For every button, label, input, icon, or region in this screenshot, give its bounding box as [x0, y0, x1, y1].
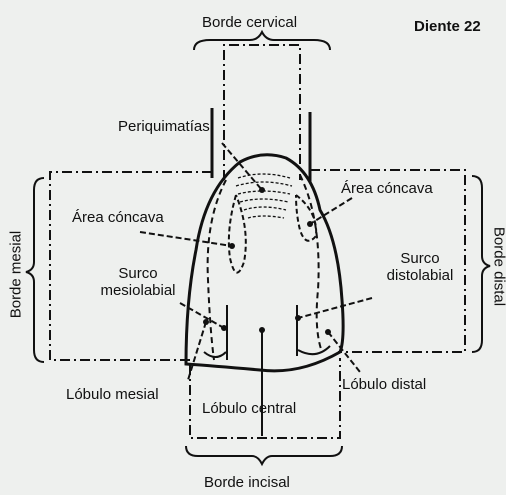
leader-periquimatias	[222, 143, 262, 190]
leader-area-left	[140, 232, 232, 246]
label-borde-incisal: Borde incisal	[204, 474, 290, 491]
root-outline	[212, 108, 310, 182]
dot-lobulo-mesial	[203, 319, 209, 325]
dot-area-right	[307, 221, 313, 227]
label-surco-distolabial-line2: distolabial	[370, 267, 470, 284]
label-surco-mesiolabial: Surco mesiolabial	[80, 265, 196, 300]
label-lobulo-mesial: Lóbulo mesial	[66, 386, 159, 403]
cervical-brace	[194, 32, 330, 50]
label-surco-distolabial: Surco distolabial	[370, 250, 470, 285]
label-area-concava-left: Área cóncava	[72, 209, 164, 226]
concave-area-left	[229, 195, 246, 273]
dot-lobulo-distal	[325, 329, 331, 335]
label-lobulo-central: Lóbulo central	[202, 400, 296, 417]
label-surco-distolabial-line1: Surco	[370, 250, 470, 267]
incisal-brace	[186, 446, 342, 464]
lobe-mesial-curve	[204, 352, 226, 357]
mesial-brace	[26, 178, 44, 362]
leader-surco-distolabial	[298, 298, 372, 318]
periquimatias-lines	[236, 174, 292, 218]
dot-distolabial	[295, 315, 301, 321]
leader-area-right	[310, 198, 352, 224]
label-area-concava-right: Área cóncava	[341, 180, 433, 197]
distal-brace	[472, 176, 490, 352]
dot-mesiolabial	[221, 325, 227, 331]
label-surco-mesiolabial-line2: mesiolabial	[80, 282, 196, 299]
lobe-distal-curve	[298, 346, 330, 354]
label-lobulo-distal: Lóbulo distal	[342, 376, 426, 393]
label-surco-mesiolabial-line1: Surco	[80, 265, 196, 282]
label-periquimatias: Periquimatías	[118, 118, 210, 135]
label-borde-mesial: Borde mesial	[8, 225, 25, 325]
mesial-contour	[208, 180, 226, 360]
label-borde-cervical: Borde cervical	[202, 14, 297, 31]
label-borde-distal: Borde distal	[491, 217, 506, 317]
dot-periquimatias	[259, 187, 265, 193]
dot-lobulo-central	[259, 327, 265, 333]
page-title: Diente 22	[414, 18, 481, 35]
dot-area-left	[229, 243, 235, 249]
